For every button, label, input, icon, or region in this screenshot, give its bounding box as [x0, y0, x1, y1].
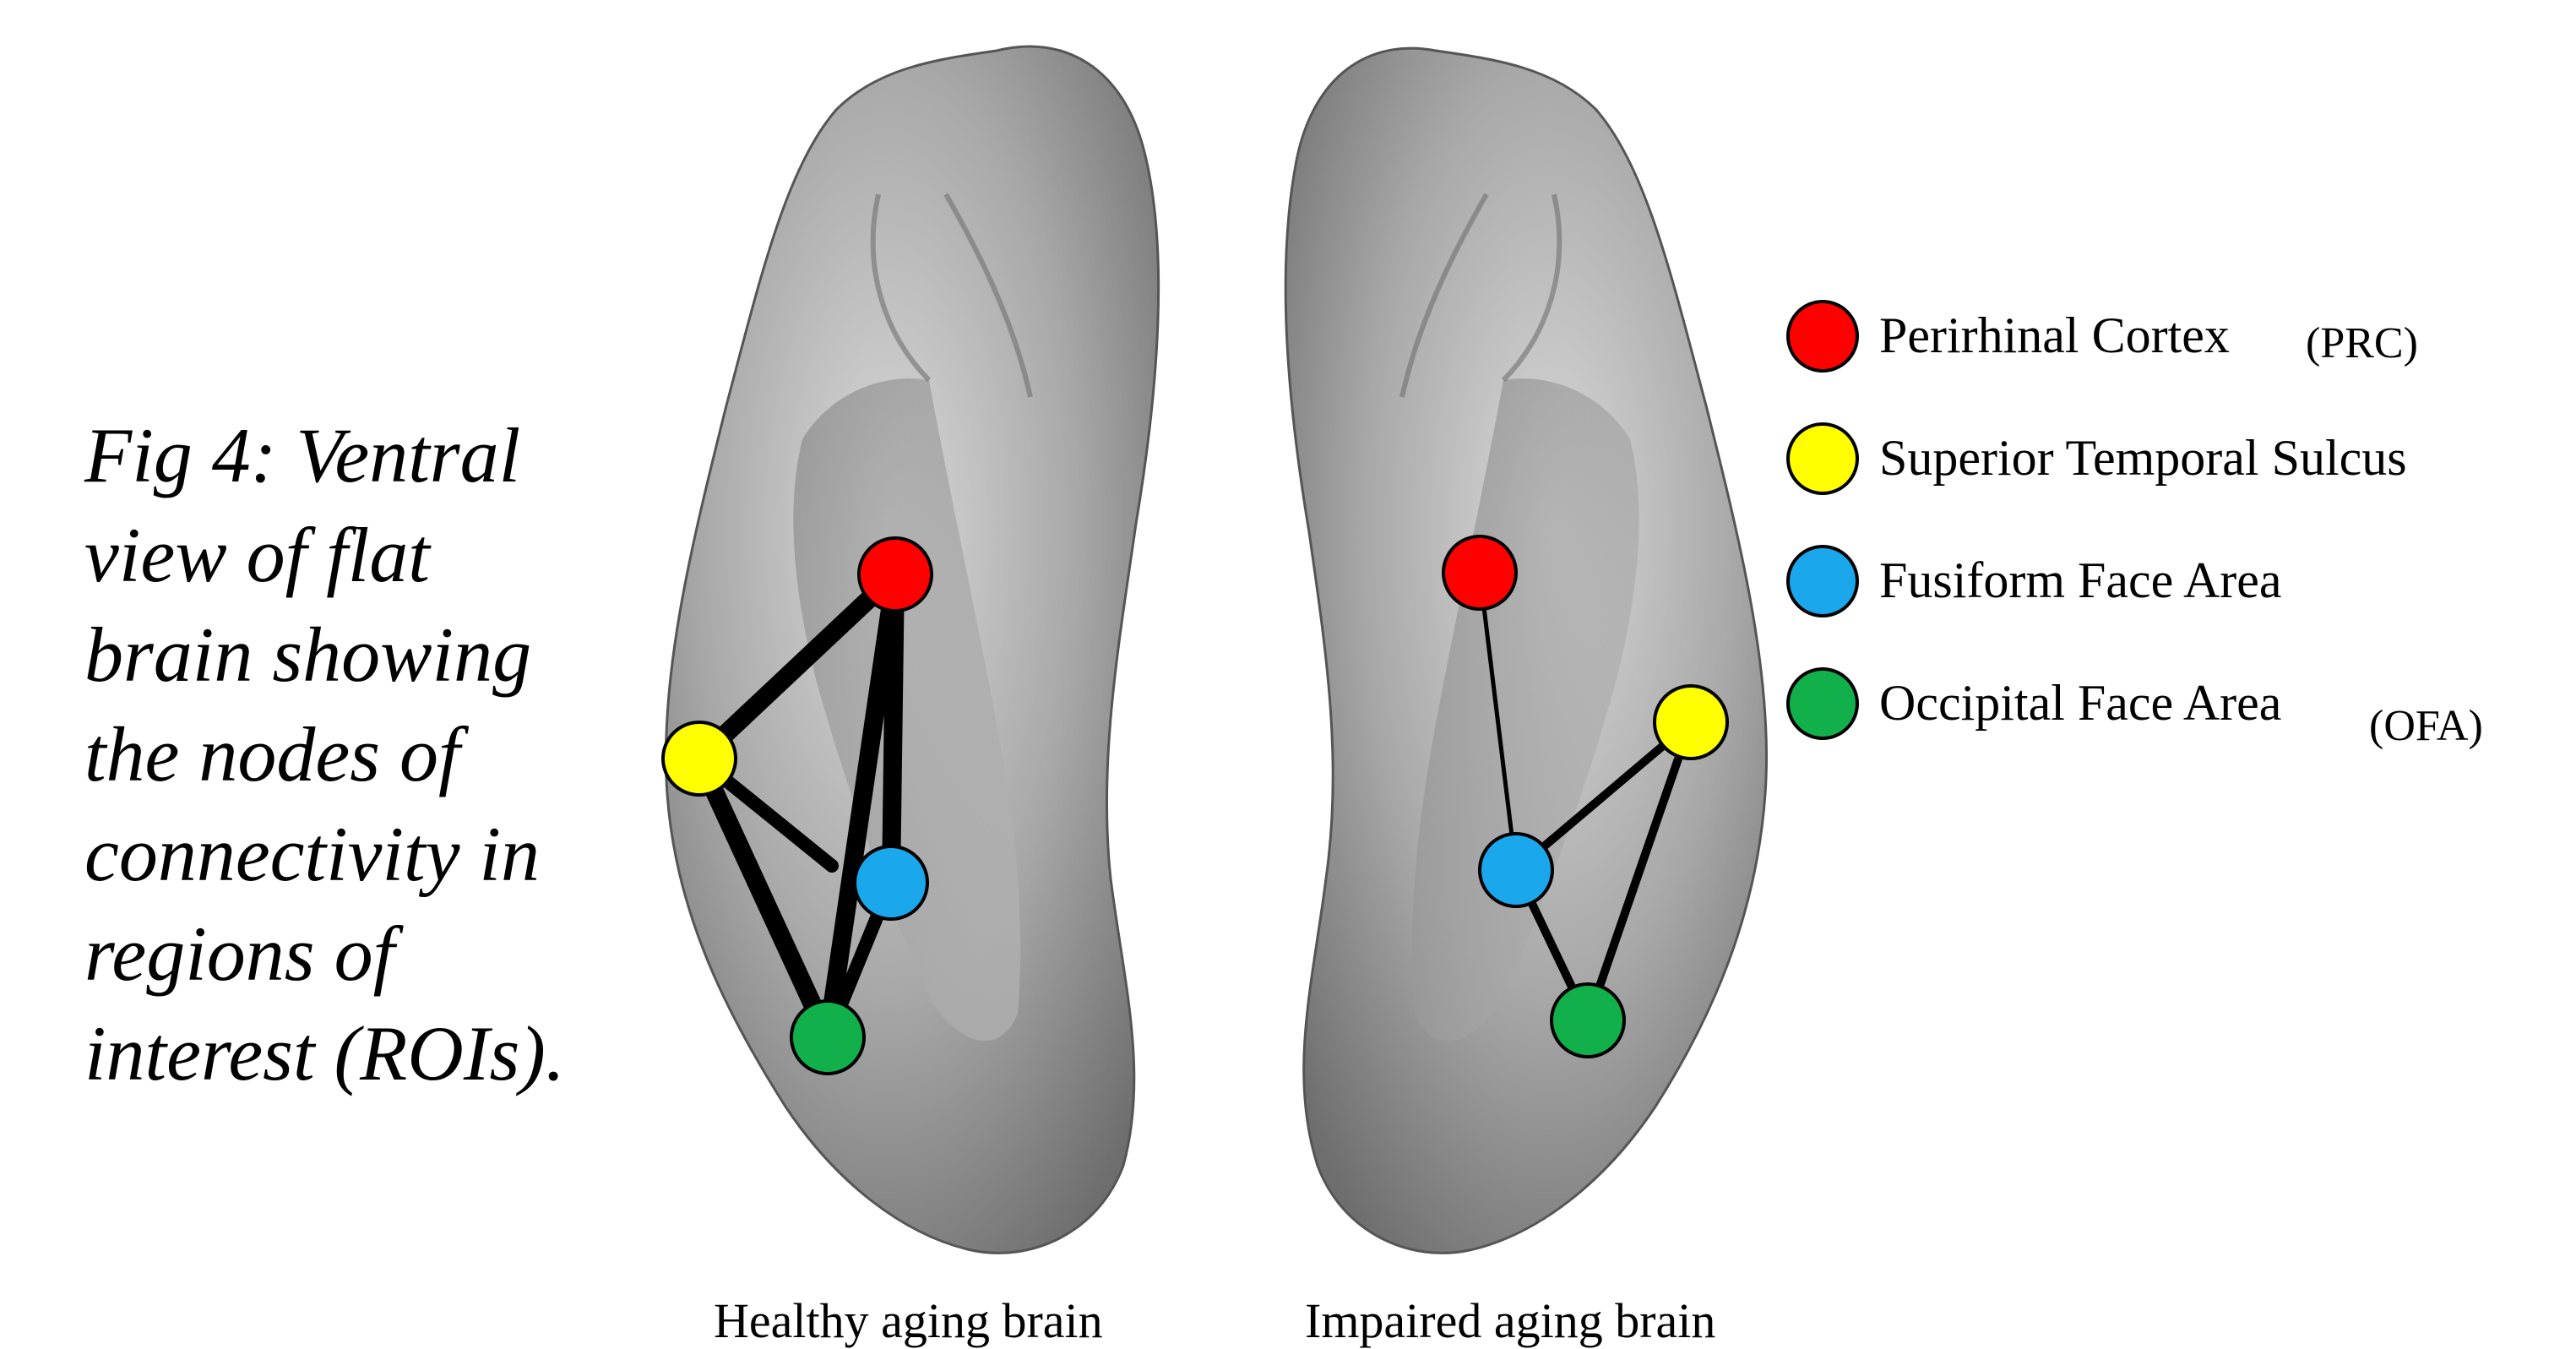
healthy-node-sts: [663, 722, 736, 795]
legend-item-prc: Perirhinal Cortex (PRC): [1786, 300, 2546, 422]
legend-dot-green: [1786, 667, 1859, 740]
healthy-hemisphere: [666, 46, 1158, 1253]
legend-item-sts: Superior Temporal Sulcus: [1786, 422, 2546, 545]
legend-label: Superior Temporal Sulcus: [1879, 429, 2407, 487]
legend-label: Perirhinal Cortex: [1879, 307, 2230, 365]
healthy-node-ofa: [791, 1001, 864, 1074]
legend-abbr: (OFA): [2369, 701, 2483, 751]
legend-abbr: (PRC): [2306, 318, 2418, 368]
legend-item-ofa: Occipital Face Area (OFA): [1786, 667, 2546, 790]
healthy-node-ffa: [855, 846, 927, 919]
legend-dot-yellow: [1786, 422, 1859, 495]
impaired-node-prc: [1443, 536, 1516, 609]
legend-dot-blue: [1786, 545, 1859, 617]
impaired-node-ofa: [1552, 984, 1624, 1057]
impaired-brain-label: Impaired aging brain: [1305, 1292, 1715, 1349]
legend-dot-red: [1786, 300, 1859, 373]
legend-item-ffa: Fusiform Face Area: [1786, 545, 2546, 667]
healthy-brain-label: Healthy aging brain: [714, 1292, 1103, 1349]
legend-label: Fusiform Face Area: [1879, 552, 2282, 610]
impaired-node-sts: [1655, 686, 1727, 759]
legend-label: Occipital Face Area: [1879, 674, 2281, 732]
legend: Perirhinal Cortex (PRC) Superior Tempora…: [1786, 300, 2546, 790]
impaired-hemisphere: [1285, 48, 1766, 1253]
healthy-node-prc: [859, 538, 932, 611]
impaired-node-ffa: [1480, 834, 1552, 906]
